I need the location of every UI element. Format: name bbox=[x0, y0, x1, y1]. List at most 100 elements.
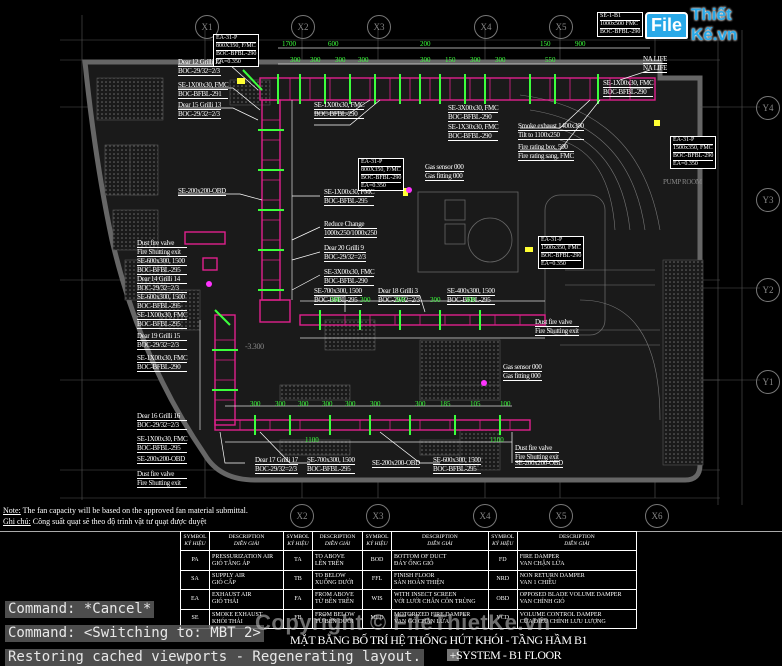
tag-marker bbox=[403, 188, 408, 196]
logo-text: Thiết Kế.vn bbox=[691, 5, 738, 44]
dimension-text: 300 bbox=[335, 56, 346, 64]
grid-bubble-x4: X4 bbox=[474, 15, 498, 39]
command-line-entry: Command: <Switching to: MBT 2> bbox=[5, 625, 264, 642]
dimension-text: 300 bbox=[298, 400, 309, 408]
grid-bubble-y4: Y4 bbox=[756, 96, 780, 120]
note-label: Note: bbox=[3, 506, 21, 515]
tag-box-center-right: EA-31-P 1500x350, FMC BOC-BFBL-290 EA=0.… bbox=[538, 236, 585, 269]
grid-bubble-x2: X2 bbox=[291, 15, 315, 39]
grid-bubble-x3-bottom: X3 bbox=[366, 504, 390, 528]
damper-marker bbox=[206, 281, 212, 287]
duct-label: SE-200x200-OBD bbox=[178, 187, 226, 196]
tag-marker bbox=[654, 120, 660, 126]
dimension-text: 105 bbox=[470, 400, 481, 408]
tags bbox=[206, 78, 660, 386]
grid-bubble-x5: X5 bbox=[549, 15, 573, 39]
dimension-text: 300 bbox=[275, 400, 286, 408]
crosshair-cursor-icon: + bbox=[447, 649, 459, 661]
grid-bubble-x4-bottom: X4 bbox=[473, 504, 497, 528]
dimension-text: 300 bbox=[290, 56, 301, 64]
grille-markers bbox=[212, 69, 599, 435]
dimension-text: 1700 bbox=[282, 40, 296, 48]
tag-marker bbox=[525, 247, 533, 252]
grid-bubble-y2: Y2 bbox=[756, 278, 780, 302]
dimension-text: 300 bbox=[470, 56, 481, 64]
hatched-areas bbox=[96, 77, 704, 471]
damper-marker bbox=[481, 380, 487, 386]
grid-bubble-x6-bottom: X6 bbox=[645, 504, 669, 528]
command-line-entry: Command: *Cancel* bbox=[5, 601, 155, 618]
ramp bbox=[519, 94, 661, 421]
damper-marker bbox=[406, 187, 412, 193]
dimension-text: 150 bbox=[540, 40, 551, 48]
dimension-lines bbox=[199, 47, 650, 443]
level-mark: -3.300 bbox=[245, 342, 264, 351]
dimension-text: 300 bbox=[420, 56, 431, 64]
grid-bubble-x5-bottom: X5 bbox=[549, 504, 573, 528]
dimension-text: 200 bbox=[420, 40, 431, 48]
dimension-text: 300 bbox=[495, 56, 506, 64]
dimension-text: 550 bbox=[545, 56, 556, 64]
note-text: The fan capacity will be based on the ap… bbox=[22, 506, 248, 515]
dimension-text: 300 bbox=[395, 296, 406, 304]
dimension-text: 300 bbox=[430, 296, 441, 304]
ghichu-label: Ghi chú: bbox=[3, 517, 31, 526]
duct-label: SE-200x200-OBD bbox=[372, 459, 420, 468]
dimension-text: 300 bbox=[358, 56, 369, 64]
dimension-text: 300 bbox=[465, 296, 476, 304]
room-label: PUMP ROOM bbox=[663, 178, 702, 186]
leader-lines bbox=[178, 64, 651, 464]
dimension-text: 1100 bbox=[305, 436, 319, 444]
dimension-text: 300 bbox=[310, 56, 321, 64]
building-outline bbox=[82, 59, 703, 483]
duct-label: SE-200x200-OBD bbox=[515, 459, 563, 468]
dimension-text: 185 bbox=[440, 400, 451, 408]
dimension-text: 300 bbox=[360, 296, 371, 304]
tag-marker bbox=[237, 78, 245, 84]
dimension-text: 300 bbox=[330, 296, 341, 304]
folder-logo-icon: File bbox=[645, 11, 689, 39]
duct-segments bbox=[215, 78, 631, 430]
grid-bubble-y3: Y3 bbox=[756, 188, 780, 212]
dimension-text: 600 bbox=[328, 40, 339, 48]
dimension-text: 150 bbox=[445, 56, 456, 64]
drawing-title-en: SYSTEM - B1 FLOOR bbox=[456, 648, 562, 662]
dimension-text: 300 bbox=[415, 400, 426, 408]
ghichu-text: Công suất quạt sẽ theo độ trình vật tư q… bbox=[32, 517, 207, 526]
dimension-text: 300 bbox=[250, 400, 261, 408]
dimension-text: 1100 bbox=[490, 436, 504, 444]
filethietke-logo: File Thiết Kế.vn bbox=[645, 5, 782, 44]
dimension-text: 100 bbox=[500, 400, 511, 408]
dimension-text: 300 bbox=[322, 400, 333, 408]
dimension-text: 900 bbox=[575, 40, 586, 48]
drawing-title-vn: MẶT BẰNG BỐ TRÍ HỆ THỐNG HÚT KHÓI - TẦNG… bbox=[290, 633, 588, 647]
